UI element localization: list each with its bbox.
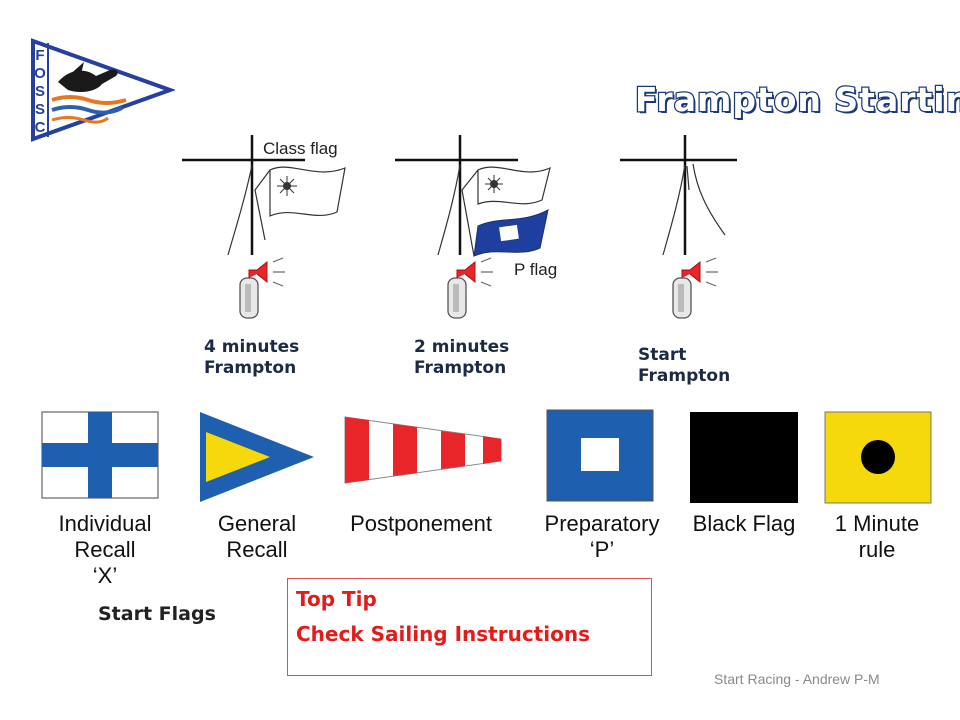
footer-credit: Start Racing - Andrew P-M	[714, 671, 880, 687]
caption-line: Recall	[74, 537, 136, 562]
caption-line: ‘P’	[589, 537, 615, 562]
general-recall-flag	[200, 412, 314, 502]
top-tip-box: Top Tip Check Sailing Instructions	[287, 578, 652, 676]
flag-caption-individual-recall: Individual Recall ‘X’	[30, 511, 180, 589]
air-horn-icon	[672, 257, 718, 319]
signal-diagram-2min: P flag	[395, 135, 557, 319]
start-flags-label: Start Flags	[98, 603, 216, 625]
logo-blue-wave	[51, 105, 123, 115]
preparatory-p-flag	[546, 409, 654, 502]
time-label-line2: Frampton	[638, 366, 731, 386]
logo-letter: S	[35, 83, 45, 100]
time-label-start: Start Frampton	[638, 345, 730, 387]
page-title: Frampton Starting	[634, 79, 960, 121]
class-flag	[477, 166, 551, 205]
p-flag-label: P flag	[514, 260, 557, 279]
time-label-4min: 4 minutes Frampton	[204, 337, 299, 379]
logo-letter: O	[34, 65, 46, 82]
logo-orange-wave	[51, 95, 127, 105]
caption-line: ‘X’	[92, 563, 118, 588]
caption-line: Recall	[226, 537, 288, 562]
caption-line: Individual	[58, 511, 152, 536]
caption-line: Preparatory	[544, 511, 660, 536]
flag-caption-one-minute: 1 Minute rule	[812, 511, 942, 563]
class-flag-label: Class flag	[263, 139, 338, 158]
air-horn-icon	[239, 257, 285, 319]
caption-line: Black Flag	[692, 511, 796, 536]
goose-icon	[58, 62, 118, 92]
postponement-flag	[344, 416, 502, 484]
logo-letter: C	[35, 119, 46, 136]
caption-line: rule	[858, 537, 896, 562]
signal-diagram-4min: Class flag	[182, 135, 346, 319]
air-horn-icon	[447, 257, 493, 319]
caption-line: Postponement	[350, 511, 492, 536]
flag-caption-postponement: Postponement	[336, 511, 506, 537]
fossc-burgee-logo: F O S S C	[31, 38, 175, 142]
individual-recall-flag	[41, 411, 159, 499]
time-label-line1: 4 minutes	[204, 337, 300, 357]
black-flag	[690, 412, 798, 503]
caption-line: 1 Minute	[834, 511, 920, 536]
one-minute-rule-flag	[824, 411, 932, 504]
logo-orange-wave-2	[51, 116, 109, 124]
class-flag	[269, 166, 346, 217]
logo-letters: F O S S C	[34, 47, 46, 136]
logo-letter: S	[35, 101, 45, 118]
signal-diagram-start	[620, 135, 737, 319]
time-label-line1: 2 minutes	[414, 337, 510, 357]
p-flag	[473, 209, 549, 257]
logo-letter: F	[35, 47, 44, 64]
flag-caption-preparatory: Preparatory ‘P’	[522, 511, 682, 563]
top-tip-text: Check Sailing Instructions	[296, 622, 590, 646]
time-label-2min: 2 minutes Frampton	[414, 337, 509, 379]
caption-line: General	[217, 511, 297, 536]
top-tip-heading: Top Tip	[296, 587, 377, 611]
flag-caption-black-flag: Black Flag	[674, 511, 814, 537]
time-label-line2: Frampton	[414, 358, 507, 378]
time-label-line2: Frampton	[204, 358, 297, 378]
time-label-line1: Start	[638, 345, 687, 365]
flag-caption-general-recall: General Recall	[182, 511, 332, 563]
